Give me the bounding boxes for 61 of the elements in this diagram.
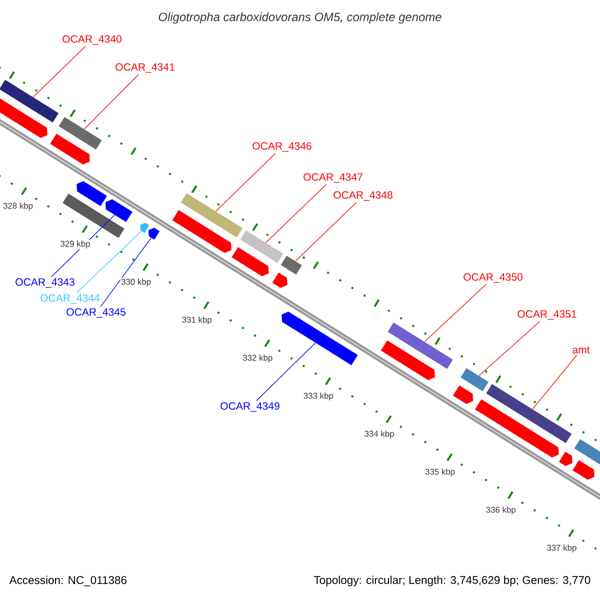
gene-label: OCAR_4345 [66, 308, 126, 318]
tick-label: 332 kbp [242, 354, 274, 364]
gene-feature [76, 181, 107, 206]
gene-label: OCAR_4350 [464, 273, 522, 283]
gene-label: amt [572, 346, 590, 354]
gene-feature [388, 322, 453, 369]
tick-label: 331 kbp [181, 316, 213, 326]
gene-label: OCAR_4344 [40, 294, 100, 304]
gene-feature [62, 194, 124, 238]
gene-feature [58, 116, 102, 150]
tick-label: 334 kbp [364, 430, 395, 440]
gene-feature [572, 460, 594, 480]
tick-label: 336 kbp [485, 506, 517, 516]
gene-label: OCAR_4349 [220, 402, 280, 412]
gene-feature [486, 384, 572, 444]
gene-feature [148, 228, 160, 240]
leader-line [295, 202, 357, 262]
gene-feature [0, 80, 59, 122]
tick-label: 329 kbp [60, 240, 91, 250]
gene-feature [282, 312, 358, 366]
leader-line [266, 184, 327, 243]
gene-feature [0, 96, 48, 138]
topology-text: Topology: circular; Length: 3,745,629 bp; Genes: 3,770 [314, 576, 590, 586]
gene-feature [232, 247, 269, 276]
gene-feature [50, 134, 90, 164]
gene-feature [172, 210, 232, 253]
gene-label: OCAR_4346 [252, 142, 312, 152]
title: Oligotropha carboxidovorans OM5, complete genome [158, 12, 442, 24]
gene-feature [106, 199, 132, 222]
leader-line [216, 153, 276, 212]
gene-feature [272, 272, 288, 288]
gene-feature [140, 222, 150, 233]
leader-line [84, 74, 139, 130]
leader-line [532, 354, 578, 410]
leader-line [424, 284, 486, 342]
tick-label: 328 kbp [2, 202, 34, 212]
leader-line [478, 321, 540, 376]
tick-label: 335 kbp [424, 468, 456, 478]
gene-feature [460, 368, 489, 392]
gene-feature [180, 193, 243, 238]
gene-feature [574, 439, 600, 464]
gene-feature [240, 230, 284, 263]
gene-feature [380, 340, 435, 380]
gene-label: OCAR_4341 [116, 63, 174, 73]
tick-label: 330 kbp [120, 278, 152, 288]
gene-label: OCAR_4347 [304, 173, 362, 183]
gene-label: OCAR_4343 [16, 278, 74, 288]
tick-label: 337 kbp [546, 544, 578, 554]
gene-feature [475, 399, 559, 458]
gene-feature [280, 256, 302, 275]
gene-label: OCAR_4340 [62, 35, 122, 45]
tick-label: 333 kbp [302, 392, 334, 402]
gene-label: OCAR_4348 [334, 191, 392, 201]
gene-feature [558, 452, 572, 466]
leader-line [76, 230, 142, 293]
accession-text: Accession: NC_011386 [9, 576, 126, 586]
leader-line [32, 46, 86, 98]
leader-line [100, 238, 152, 307]
leader-line [256, 342, 316, 401]
gene-label: OCAR_4351 [518, 310, 576, 320]
gene-feature [452, 385, 474, 404]
